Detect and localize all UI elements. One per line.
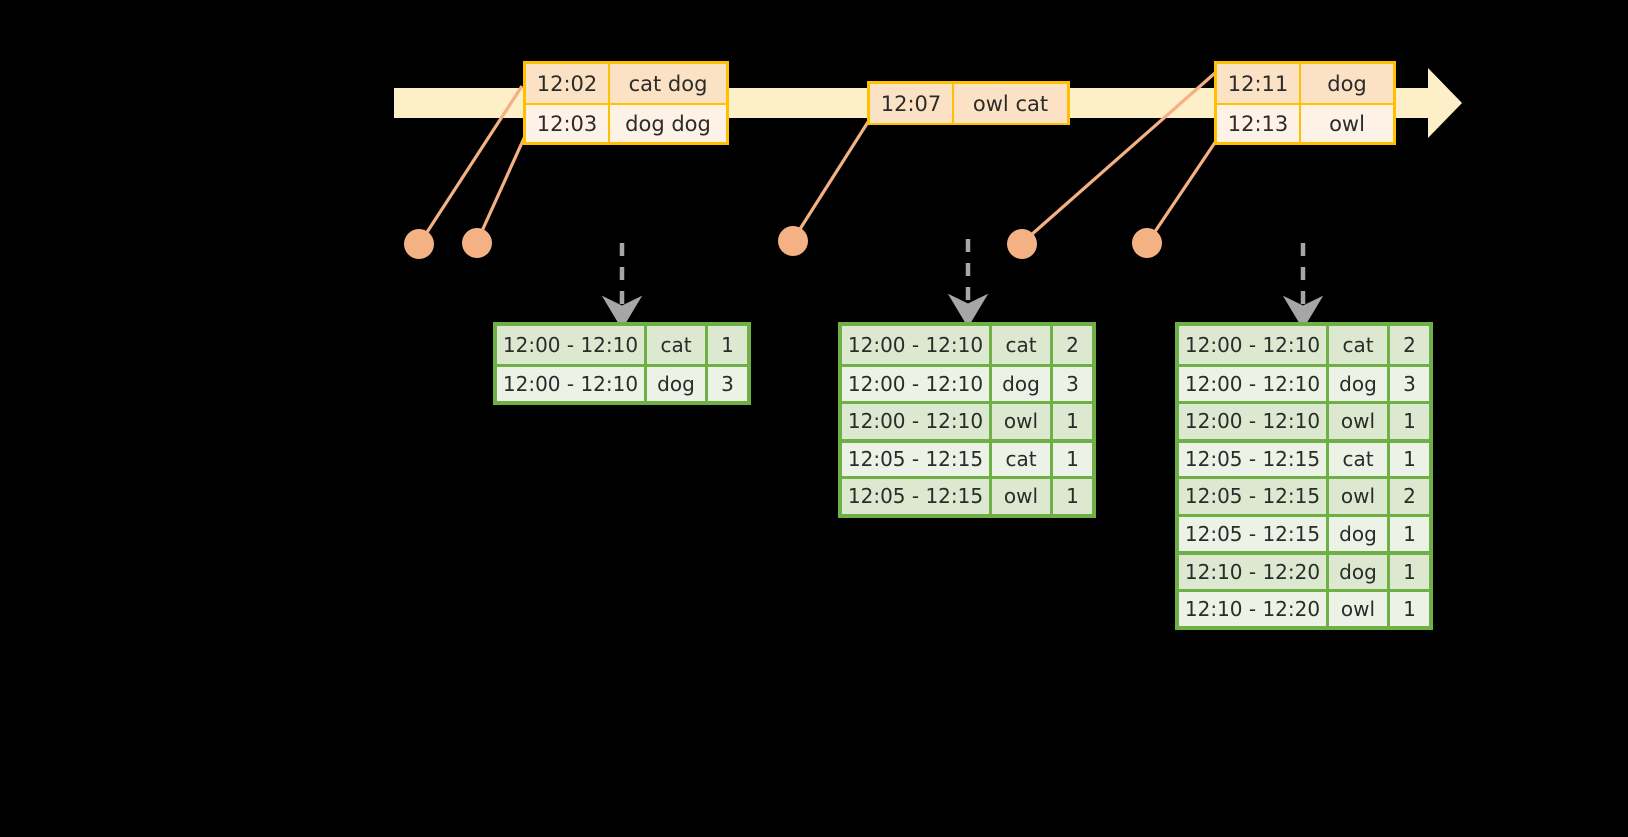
window-cell: 12:10 - 12:20 [1179,555,1329,589]
window-cell: 12:05 - 12:15 [1179,442,1329,476]
event-dot-5 [1132,228,1162,258]
word-cell: dog [1329,366,1390,401]
window-cell: 12:00 - 12:10 [1179,326,1329,364]
event-box-1[interactable]: 12:02 cat dog 12:03 dog dog [523,61,729,145]
count-cell: 1 [1403,409,1416,434]
dashed-arrows [601,239,1324,330]
event-dot-1 [404,229,434,259]
table-row: 12:00 - 12:10 cat 2 [1179,326,1429,364]
event-payload: dog [1327,71,1367,96]
window-cell: 12:00 - 12:10 [497,326,647,364]
word-cell: cat [1329,326,1390,364]
window-cell: 12:10 - 12:20 [1179,591,1329,626]
word-cell: owl [1329,479,1390,514]
event-time: 12:11 [1217,64,1301,103]
count-cell: 1 [1403,559,1416,584]
count-cell: 2 [1403,332,1416,357]
table-row: 12:00 - 12:10 dog 3 [497,363,747,401]
table-row: 12:00 - 12:10 cat 2 [842,326,1092,364]
count-cell: 3 [1403,371,1416,396]
window-cell: 12:00 - 12:10 [1179,366,1329,401]
table-row: 12:05 - 12:15 dog 1 [1179,513,1429,551]
result-table-2[interactable]: 12:00 - 12:10 cat 2 12:00 - 12:10 dog 3 … [838,322,1096,518]
table-row: 12:00 - 12:10 owl 1 [842,401,1092,439]
word-cell: owl [1329,591,1390,626]
word-cell: cat [992,326,1053,364]
event-time: 12:13 [1217,105,1301,142]
count-cell: 1 [1066,409,1079,434]
count-cell: 2 [1403,484,1416,509]
event-time: 12:03 [526,105,610,142]
table-row: 12:05 - 12:15 cat 1 [842,438,1092,476]
event-row: 12:02 cat dog [526,64,726,103]
count-cell: 1 [1403,521,1416,546]
event-payload: cat dog [628,71,708,96]
word-cell: cat [647,326,708,364]
table-row: 12:10 - 12:20 dog 1 [1179,551,1429,589]
table-row: 12:05 - 12:15 owl 1 [842,476,1092,514]
result-table-1[interactable]: 12:00 - 12:10 cat 1 12:00 - 12:10 dog 3 [493,322,751,405]
window-cell: 12:05 - 12:15 [842,442,992,476]
count-cell: 1 [1403,596,1416,621]
word-cell: dog [1329,555,1390,589]
word-cell: cat [1329,442,1390,476]
word-cell: cat [992,442,1053,476]
word-cell: dog [1329,516,1390,551]
table-row: 12:00 - 12:10 dog 3 [1179,363,1429,401]
word-cell: owl [1329,404,1390,439]
event-row: 12:03 dog dog [526,103,726,142]
table-row: 12:00 - 12:10 dog 3 [842,363,1092,401]
word-cell: dog [992,366,1053,401]
window-cell: 12:05 - 12:15 [1179,516,1329,551]
event-time: 12:02 [526,64,610,103]
result-table-3[interactable]: 12:00 - 12:10 cat 2 12:00 - 12:10 dog 3 … [1175,322,1433,630]
count-cell: 3 [1066,371,1079,396]
count-cell: 3 [721,371,734,396]
window-cell: 12:05 - 12:15 [1179,479,1329,514]
window-cell: 12:00 - 12:10 [842,366,992,401]
table-row: 12:05 - 12:15 cat 1 [1179,438,1429,476]
event-box-2[interactable]: 12:07 owl cat [867,81,1070,125]
event-dot-4 [1007,229,1037,259]
table-row: 12:05 - 12:15 owl 2 [1179,476,1429,514]
count-cell: 1 [1403,447,1416,472]
event-row: 12:07 owl cat [870,84,1067,123]
word-cell: owl [992,479,1053,514]
event-dot-3 [778,226,808,256]
count-cell: 1 [1066,447,1079,472]
count-cell: 1 [1066,484,1079,509]
event-dots [404,226,1162,259]
table-row: 12:00 - 12:10 owl 1 [1179,401,1429,439]
window-cell: 12:00 - 12:10 [842,326,992,364]
event-payload: dog dog [625,111,711,136]
event-row: 12:13 owl [1217,103,1393,142]
window-cell: 12:05 - 12:15 [842,479,992,514]
event-payload: owl [1329,111,1365,136]
table-row: 12:10 - 12:20 owl 1 [1179,588,1429,626]
event-box-3[interactable]: 12:11 dog 12:13 owl [1214,61,1396,145]
window-cell: 12:00 - 12:10 [497,366,647,401]
event-row: 12:11 dog [1217,64,1393,103]
event-dot-2 [462,228,492,258]
count-cell: 2 [1066,332,1079,357]
table-row: 12:00 - 12:10 cat 1 [497,326,747,364]
event-payload: owl cat [972,91,1049,116]
event-time: 12:07 [870,84,954,123]
window-cell: 12:00 - 12:10 [1179,404,1329,439]
word-cell: dog [647,366,708,401]
window-cell: 12:00 - 12:10 [842,404,992,439]
count-cell: 1 [721,332,734,357]
word-cell: owl [992,404,1053,439]
